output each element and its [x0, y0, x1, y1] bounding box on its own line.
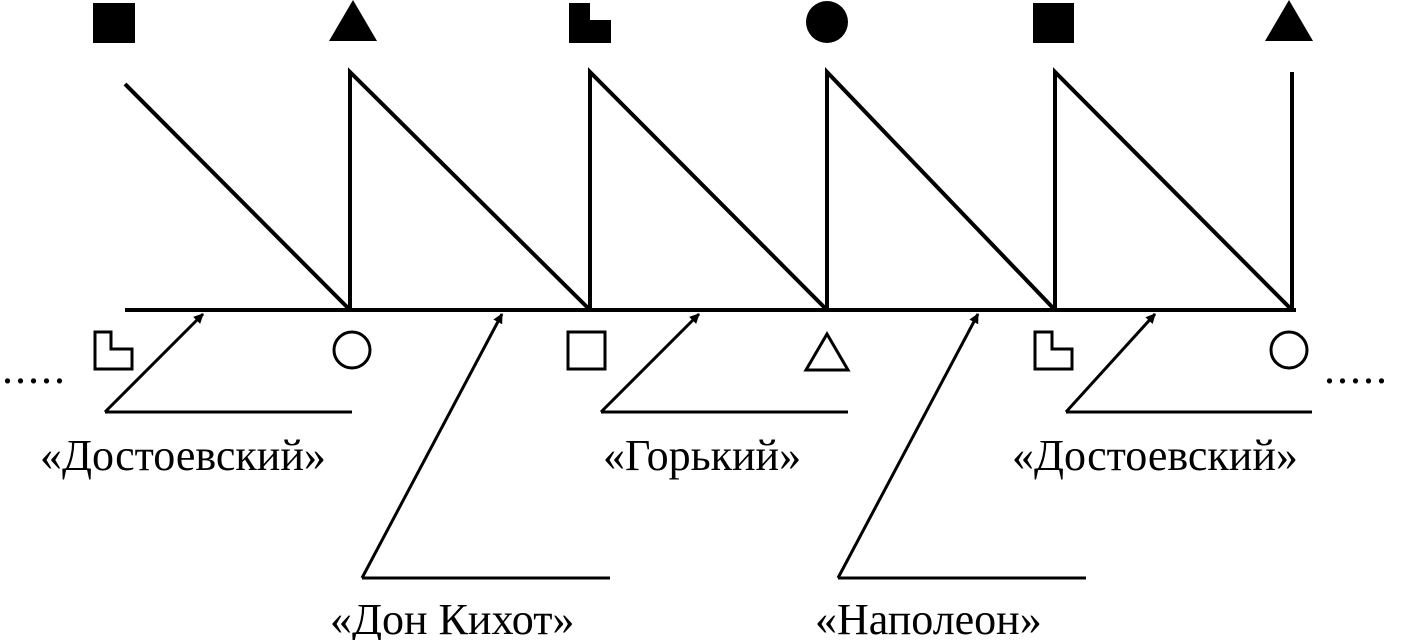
bottom-l-shape-icon — [93, 330, 134, 371]
arrow-gorky — [599, 312, 701, 414]
label-dostoevsky-left: «Достоевский» — [40, 431, 326, 480]
arrow-dostoevsky-left — [103, 312, 205, 414]
label-dostoevsky-right: «Достоевский» — [1012, 431, 1298, 480]
bottom-circle-icon-2 — [1269, 330, 1309, 370]
bottom-triangle-icon — [803, 331, 851, 372]
bottom-l-shape-icon-2 — [1033, 330, 1074, 371]
zigzag-lines — [123, 67, 1294, 312]
arrow-dostoevsky-right — [1064, 312, 1157, 414]
bottom-square-icon — [566, 330, 607, 371]
label-gorky: «Горький» — [603, 431, 801, 480]
top-square-icon-2 — [1033, 3, 1074, 43]
bottom-symbols — [93, 330, 1309, 372]
ellipsis-left: ..... — [2, 344, 67, 393]
bottom-circle-icon — [332, 330, 372, 370]
arrow-don-quixote — [360, 313, 504, 579]
top-triangle-icon-2 — [1265, 0, 1313, 41]
top-l-shape-icon — [569, 3, 611, 43]
label-napoleon: «Наполеон» — [815, 595, 1042, 640]
top-circle-icon — [806, 1, 848, 43]
ellipsis-right: ..... — [1324, 344, 1389, 393]
label-don-quixote: «Дон Кихот» — [330, 595, 574, 640]
arrows — [103, 312, 1312, 580]
top-symbols — [93, 0, 1313, 43]
arrow-napoleon — [836, 313, 980, 579]
top-triangle-icon — [329, 0, 377, 41]
top-square-icon — [93, 3, 135, 43]
